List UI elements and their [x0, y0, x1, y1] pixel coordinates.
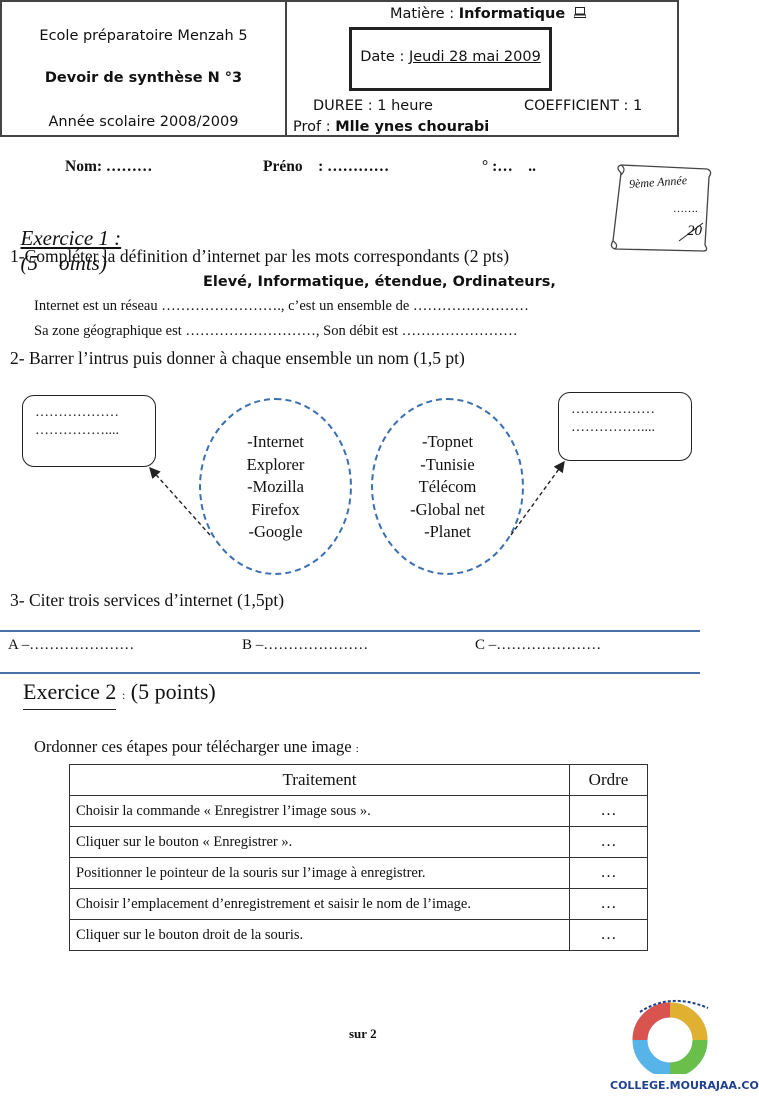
exercise1-title: Exercice 1 :: [20, 226, 122, 250]
column-header-traitement: Traitement: [69, 764, 570, 796]
exercise1-points: (5 oints): [20, 251, 107, 275]
step-text: Positionner le pointeur de la souris sur…: [69, 857, 570, 889]
table-header-row: Traitement Ordre: [69, 764, 648, 796]
set2-item[interactable]: -Topnet: [421, 432, 474, 451]
set-ellipse-2: -Topnet -Tunisie Télécom -Global net -Pl…: [371, 398, 524, 575]
grade-total: 20: [687, 223, 702, 239]
date-label: Date :: [360, 49, 405, 65]
exercise2-heading: Exercice 2 : (5 points): [23, 679, 216, 710]
divider-bottom: [0, 672, 700, 674]
order-cell[interactable]: …: [569, 919, 648, 951]
exam-title: Devoir de synthèse N °3: [44, 70, 243, 86]
arrow-to-left-box: [149, 466, 211, 536]
scroll-icon: [610, 164, 712, 252]
table-row: Cliquer sur le bouton « Enregistrer ». …: [69, 826, 648, 858]
exam-header: Ecole préparatoire Menzah 5 Devoir de sy…: [0, 0, 679, 137]
step-text: Cliquer sur le bouton droit de la souris…: [69, 919, 570, 951]
set1-item[interactable]: -Mozilla: [247, 477, 304, 496]
order-cell[interactable]: …: [569, 857, 648, 889]
table-row: Cliquer sur le bouton droit de la souris…: [69, 919, 648, 951]
logo-text[interactable]: COLLEGE.MOURAJAA.COM: [610, 1079, 759, 1092]
school-year: Année scolaire 2008/2009: [48, 114, 239, 130]
grade-dots: …….: [673, 203, 698, 215]
exercise2-title: Exercice 2: [23, 679, 117, 710]
page-number: sur 2: [349, 1026, 377, 1041]
question-2: 2- Barrer l’intrus puis donner à chaque …: [10, 348, 465, 368]
order-cell[interactable]: …: [569, 888, 648, 920]
answer-box-left-line-1: ………………: [35, 405, 119, 420]
table-row: Positionner le pointeur de la souris sur…: [69, 857, 648, 889]
question-3: 3- Citer trois services d’internet (1,5p…: [10, 590, 285, 610]
exercise2-instruction-line: Ordonner ces étapes pour télécharger une…: [34, 737, 359, 757]
school-info-cell: Ecole préparatoire Menzah 5 Devoir de sy…: [2, 2, 287, 135]
fill-line-2: Sa zone géographique est ………………………, Son …: [34, 323, 518, 339]
college-logo[interactable]: [622, 992, 732, 1078]
exercise1-heading: Exercice 1 : (5 oints): [10, 201, 122, 276]
subject-line: Matière : Informatique: [390, 6, 587, 22]
date-box: Date : Jeudi 28 mai 2009: [349, 27, 552, 91]
set2-item[interactable]: -Planet: [424, 522, 471, 541]
set2-item[interactable]: Télécom: [418, 477, 477, 496]
subject-value: Informatique: [458, 6, 566, 22]
duration: DUREE : 1 heure: [313, 98, 433, 114]
set1-item[interactable]: Explorer: [246, 454, 305, 474]
answer-box-right[interactable]: ……………… ……………....: [558, 392, 692, 461]
set-ellipse-1: -Internet Explorer -Mozilla Firefox -Goo…: [199, 398, 352, 575]
prof-line: Prof : Mlle ynes chourabi: [293, 119, 489, 135]
set2-item[interactable]: -Tunisie: [420, 454, 475, 474]
answer-box-right-line-1: ………………: [571, 402, 655, 417]
college-logo-icon: [632, 999, 709, 1078]
service-a: A –…………………: [8, 637, 135, 653]
exercise2-instruction-end: :: [355, 743, 359, 755]
order-cell[interactable]: …: [569, 795, 648, 827]
service-c: C –…………………: [475, 637, 602, 653]
firstname-field: Préno : …………: [263, 158, 390, 175]
answer-box-left-line-2: ……………....: [35, 423, 119, 438]
exercise2-sep: :: [121, 688, 126, 702]
prof-name: Mlle ynes chourabi: [335, 119, 490, 135]
service-b: B –…………………: [242, 637, 369, 653]
school-name: Ecole préparatoire Menzah 5: [39, 28, 248, 44]
fill-line-1: Internet est un réseau ……………………., c’est …: [34, 298, 529, 314]
set2-item[interactable]: -Global net: [410, 499, 485, 519]
word-bank: Elevé, Informatique, étendue, Ordinateur…: [203, 274, 556, 290]
exercise2-instruction: Ordonner ces étapes pour télécharger une…: [34, 737, 352, 756]
answer-box-right-line-2: ……………....: [571, 420, 655, 435]
coefficient: COEFFICIENT : 1: [524, 98, 643, 114]
exercise2-points: (5 points): [130, 679, 216, 704]
answer-box-left[interactable]: ……………… ……………....: [22, 395, 156, 467]
table-row: Choisir l’emplacement d’enregistrement e…: [69, 888, 648, 920]
number-field: ° :… ..: [482, 158, 536, 175]
set1-item[interactable]: Firefox: [251, 499, 300, 519]
steps-table: Traitement Ordre Choisir la commande « E…: [69, 764, 648, 951]
grade-scroll: 9ème Année ……. 20: [605, 163, 715, 253]
table-row: Choisir la commande « Enregistrer l’imag…: [69, 795, 648, 827]
date-value: Jeudi 28 mai 2009: [408, 49, 541, 65]
order-cell[interactable]: …: [569, 826, 648, 858]
divider-top: [0, 630, 700, 632]
set1-item[interactable]: -Google: [248, 522, 303, 541]
step-text: Cliquer sur le bouton « Enregistrer ».: [69, 826, 570, 858]
prof-label: Prof :: [293, 119, 331, 135]
subject-label: Matière :: [390, 6, 455, 22]
name-field: Nom: ………: [65, 158, 153, 175]
step-text: Choisir l’emplacement d’enregistrement e…: [69, 888, 570, 920]
step-text: Choisir la commande « Enregistrer l’imag…: [69, 795, 570, 827]
date-line: Date : Jeudi 28 mai 2009: [352, 49, 549, 65]
arrow-to-right-box: [510, 460, 565, 536]
set1-item[interactable]: -Internet: [247, 432, 304, 451]
question-1: 1-Compléter la définition d’internet par…: [10, 246, 510, 266]
column-header-ordre: Ordre: [569, 764, 648, 796]
